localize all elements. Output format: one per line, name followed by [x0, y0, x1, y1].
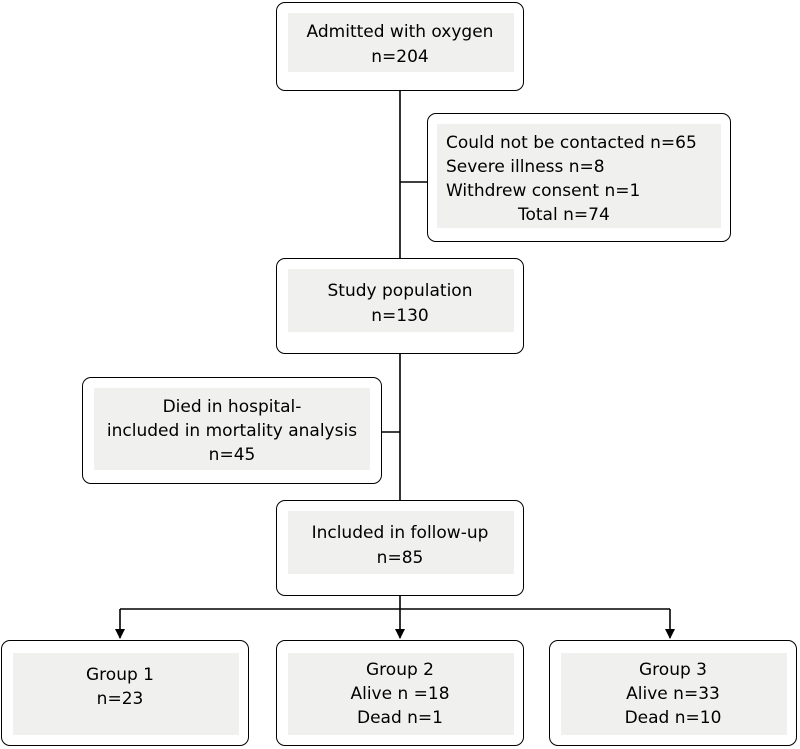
- died-in-hospital-box: Died in hospital- included in mortality …: [82, 377, 382, 484]
- study-population-label: Study population: [327, 281, 473, 301]
- admitted-box-fill: [288, 13, 514, 72]
- group-2-label: Group 2: [366, 660, 434, 680]
- died-in-hospital-box-fill: [94, 388, 370, 470]
- excluded-box: Could not be contacted n=65 Severe illne…: [427, 113, 731, 242]
- died-in-hospital-label: Died in hospital-: [162, 397, 302, 417]
- died-in-hospital-count: n=45: [208, 445, 256, 465]
- admitted-label: Admitted with oxygen: [306, 22, 494, 42]
- group-3-box: Group 3 Alive n=33 Dead n=10: [549, 640, 797, 746]
- excluded-box-fill: [437, 124, 721, 228]
- group-3-dead-count: Dead n=10: [624, 708, 722, 728]
- study-population-box-fill: [288, 269, 514, 332]
- follow-up-box-fill: [288, 511, 514, 574]
- excluded-severe-illness: Severe illness n=8: [446, 157, 605, 177]
- excluded-not-contacted: Could not be contacted n=65: [446, 133, 697, 153]
- admitted-box: Admitted with oxygen n=204: [276, 2, 524, 91]
- group-1-count: n=23: [96, 689, 144, 709]
- excluded-withdrew-consent: Withdrew consent n=1: [446, 181, 641, 201]
- group-1-label: Group 1: [86, 665, 154, 685]
- follow-up-label: Included in follow-up: [311, 523, 489, 543]
- group-1-box-fill: [13, 653, 239, 735]
- group-1-box: Group 1 n=23: [1, 640, 249, 746]
- follow-up-count: n=85: [376, 548, 424, 568]
- study-population-count: n=130: [371, 306, 429, 326]
- group-2-box-fill: [288, 653, 514, 735]
- group-3-alive-count: Alive n=33: [626, 684, 720, 704]
- group-3-box-fill: [561, 653, 787, 735]
- study-population-box: Study population n=130: [276, 258, 524, 354]
- group-3-label: Group 3: [639, 660, 707, 680]
- excluded-total: Total n=74: [518, 205, 610, 225]
- follow-up-box: Included in follow-up n=85: [276, 500, 524, 596]
- group-2-dead-count: Dead n=1: [357, 708, 443, 728]
- admitted-count: n=204: [371, 47, 429, 67]
- died-mortality-analysis-label: included in mortality analysis: [106, 421, 358, 441]
- group-2-alive-count: Alive n =18: [350, 684, 450, 704]
- group-2-box: Group 2 Alive n =18 Dead n=1: [276, 640, 524, 746]
